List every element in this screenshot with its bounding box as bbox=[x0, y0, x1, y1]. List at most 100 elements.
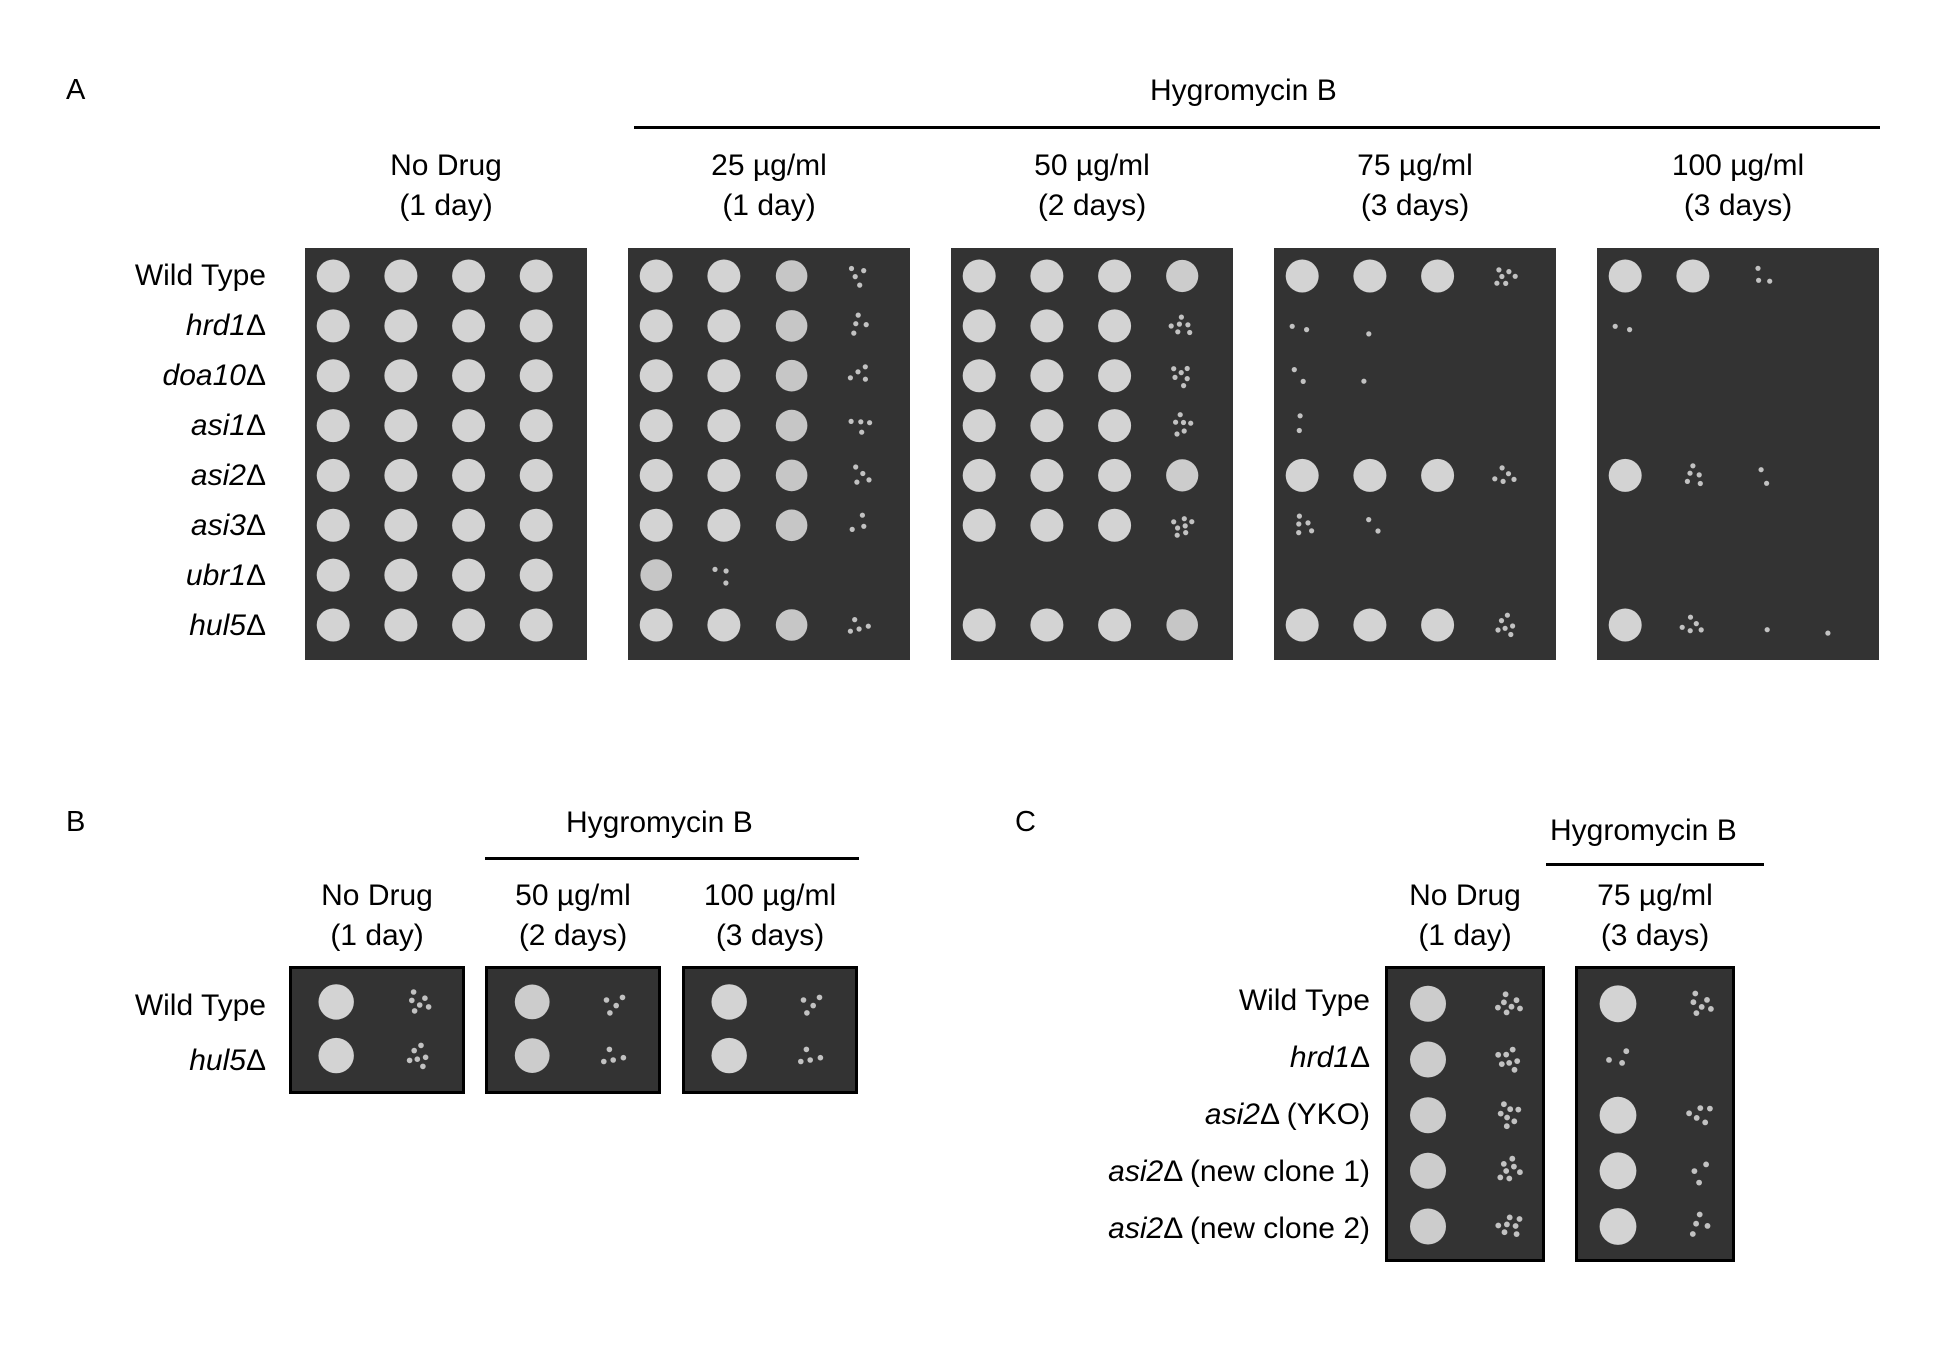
colony-spot bbox=[639, 608, 673, 642]
colony-spot bbox=[1599, 1096, 1637, 1134]
colony-spot bbox=[639, 259, 673, 293]
colony-dot bbox=[1627, 327, 1633, 333]
colony-dot bbox=[861, 523, 867, 529]
colony-spot bbox=[639, 458, 673, 492]
colony-dot bbox=[1758, 467, 1764, 473]
colony-spot bbox=[384, 608, 418, 642]
panel-a-letter: A bbox=[66, 74, 86, 106]
panel-a-plate-100 bbox=[1597, 248, 1879, 660]
colony-dot bbox=[1693, 1220, 1699, 1227]
colony-dot bbox=[1693, 1010, 1700, 1016]
colony-dot bbox=[1177, 412, 1183, 418]
colony-dot bbox=[1297, 413, 1303, 419]
colony-dot bbox=[1504, 1221, 1510, 1228]
colony-spot bbox=[1098, 409, 1132, 443]
colony-spot bbox=[316, 458, 350, 492]
colony-dot bbox=[1684, 478, 1690, 484]
colony-dot bbox=[420, 1063, 426, 1070]
colony-dot bbox=[1172, 374, 1178, 380]
colony-spot bbox=[519, 458, 553, 492]
colony-dot bbox=[1184, 365, 1190, 372]
panel-c-letter: C bbox=[1015, 806, 1036, 838]
colony-spot bbox=[384, 558, 418, 592]
colony-dot bbox=[1693, 621, 1699, 627]
colony-dot bbox=[1305, 520, 1311, 526]
colony-dot bbox=[1168, 323, 1174, 329]
plate-spots bbox=[1410, 985, 1523, 1245]
colony-dot bbox=[867, 420, 873, 426]
colony-dot bbox=[1495, 1051, 1502, 1058]
colony-spot bbox=[1608, 458, 1642, 492]
colony-dot bbox=[1500, 478, 1506, 484]
colony-dot bbox=[1702, 1119, 1709, 1126]
colony-dot bbox=[1623, 1048, 1630, 1055]
colony-spot bbox=[1410, 985, 1446, 1022]
colony-spot bbox=[775, 609, 808, 641]
panel-b-col-label-1: 50 µg/ml(2 days) bbox=[515, 879, 631, 952]
colony-dot bbox=[861, 268, 867, 274]
colony-dot bbox=[860, 470, 866, 477]
colony-dot bbox=[1696, 472, 1702, 478]
colony-dot bbox=[1291, 367, 1297, 373]
panel-a-plate-no-drug bbox=[305, 248, 587, 660]
colony-dot bbox=[411, 1008, 418, 1014]
colony-dot bbox=[1181, 516, 1187, 522]
colony-dot bbox=[620, 1054, 627, 1061]
colony-dot bbox=[1366, 331, 1372, 337]
panel-a-plate-75 bbox=[1274, 248, 1556, 660]
colony-spot bbox=[318, 1037, 354, 1074]
colony-dot bbox=[1704, 1223, 1711, 1229]
colony-dot bbox=[1506, 269, 1512, 275]
plate-spots bbox=[711, 984, 824, 1074]
colony-dot bbox=[1696, 1179, 1702, 1186]
colony-spot bbox=[1166, 259, 1199, 293]
colony-dot bbox=[1511, 476, 1517, 482]
colony-dot bbox=[1516, 1216, 1523, 1222]
panel-c-drug-bracket bbox=[1546, 863, 1764, 866]
colony-dot bbox=[1506, 1175, 1513, 1182]
colony-dot bbox=[606, 1046, 613, 1053]
colony-dot bbox=[1494, 280, 1500, 286]
colony-dot bbox=[1188, 420, 1194, 426]
colony-dot bbox=[1507, 1106, 1514, 1113]
colony-dot bbox=[723, 580, 729, 586]
colony-dot bbox=[1304, 327, 1310, 333]
panel-a-plate-25 bbox=[628, 248, 910, 660]
colony-spot bbox=[962, 608, 996, 642]
panel-a-col-label-4: 100 µg/ml(3 days) bbox=[1671, 149, 1805, 222]
panel-a-col-label-1: 25 µg/ml(1 day) bbox=[711, 149, 827, 222]
colony-dot bbox=[1184, 376, 1190, 382]
colony-dot bbox=[862, 364, 868, 370]
plate-spots bbox=[639, 259, 873, 642]
colony-spot bbox=[316, 558, 350, 592]
colony-dot bbox=[1506, 1060, 1513, 1066]
colony-spot bbox=[519, 359, 553, 393]
colony-dot bbox=[1511, 1118, 1518, 1125]
colony-spot bbox=[316, 508, 350, 542]
colony-spot bbox=[1410, 1152, 1446, 1189]
colony-dot bbox=[1182, 523, 1188, 529]
plate-spots bbox=[962, 259, 1199, 642]
colony-dot bbox=[1512, 273, 1518, 279]
colony-dot bbox=[601, 1058, 607, 1065]
colony-dot bbox=[1508, 631, 1514, 638]
colony-dot bbox=[1502, 625, 1508, 631]
colony-dot bbox=[1296, 521, 1302, 527]
colony-spot bbox=[639, 409, 673, 443]
panel-a-row-label-6: ubr1Δ bbox=[185, 559, 266, 592]
colony-spot bbox=[452, 608, 486, 642]
colony-dot bbox=[619, 994, 626, 1001]
colony-dot bbox=[1503, 1051, 1510, 1058]
colony-dot bbox=[859, 429, 865, 435]
colony-dot bbox=[1503, 280, 1509, 286]
colony-dot bbox=[610, 1057, 616, 1063]
colony-dot bbox=[856, 626, 862, 632]
colony-dot bbox=[1503, 1009, 1510, 1016]
colony-dot bbox=[852, 274, 858, 280]
colony-dot bbox=[1309, 528, 1315, 534]
colony-dot bbox=[613, 1002, 619, 1009]
colony-dot bbox=[1189, 519, 1195, 525]
panel-b-plate-50 bbox=[485, 966, 661, 1094]
colony-spot bbox=[1030, 508, 1064, 542]
colony-dot bbox=[1704, 997, 1710, 1003]
